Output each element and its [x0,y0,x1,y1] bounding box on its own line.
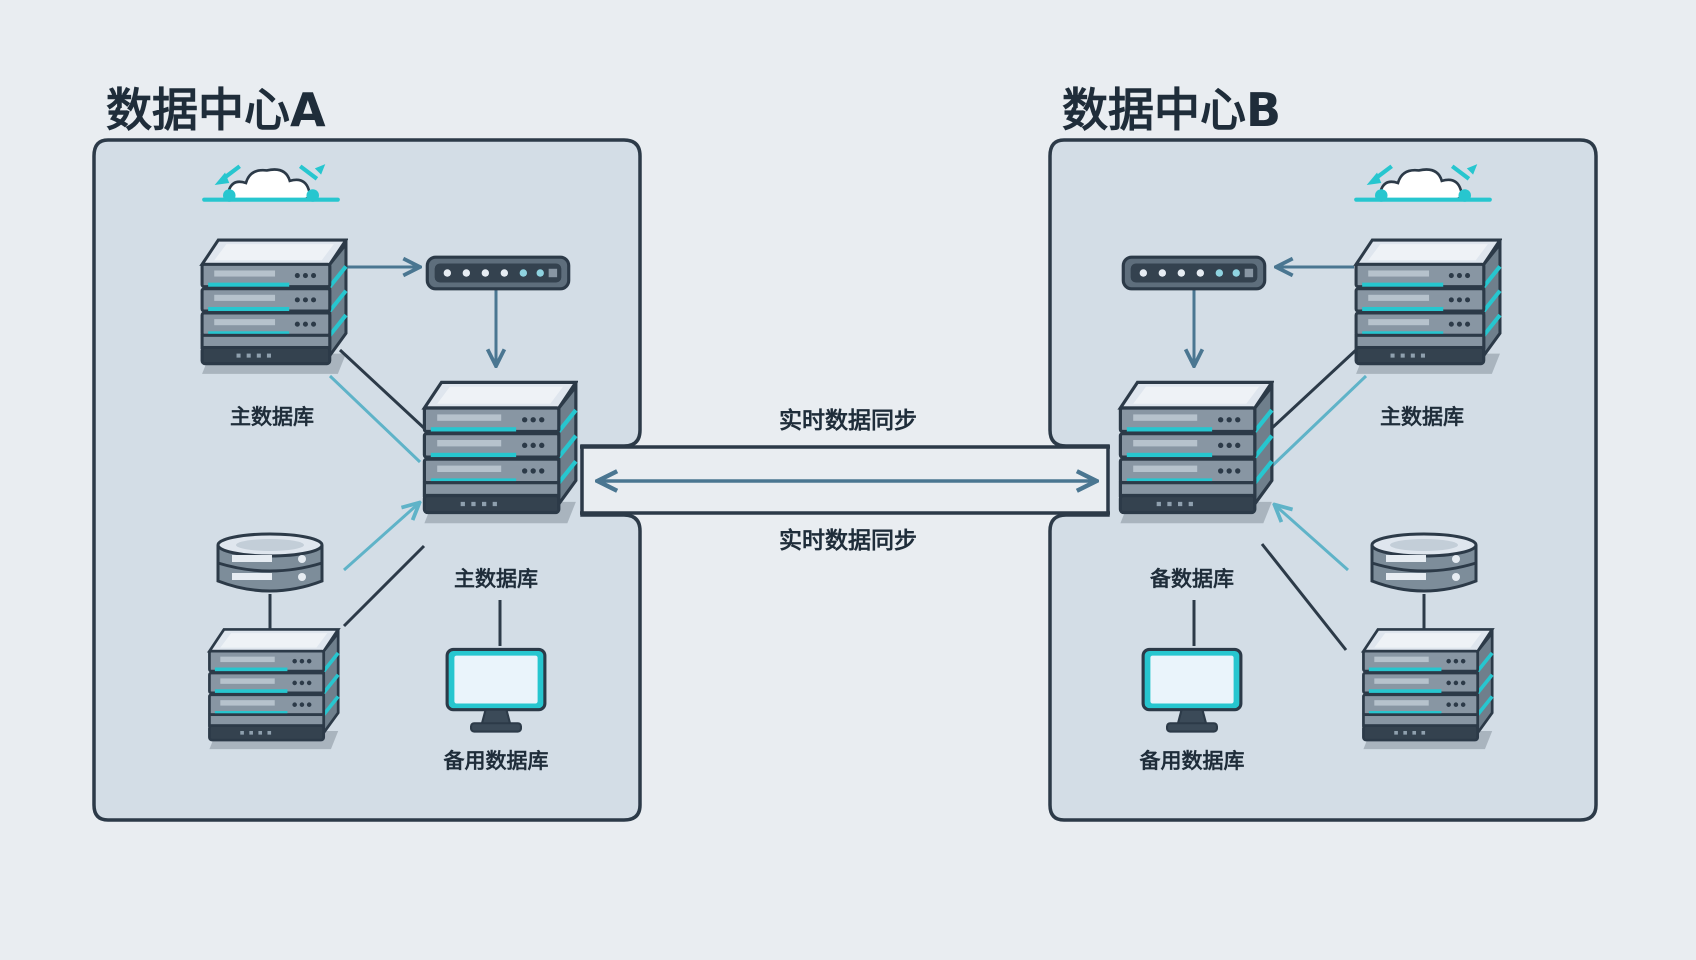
datacenter-a-links [268,267,500,646]
server-stack-icon [1120,382,1271,523]
link-primary-to-central-teal [328,374,422,464]
link-primary-to-central [338,348,426,430]
network-switch-icon [425,255,571,291]
link-primary-to-central-b [1270,348,1358,430]
link-backup-to-central [342,544,426,628]
link-backup-to-central-b [1260,543,1348,651]
link-primary-to-central-teal-b [1270,374,1368,468]
backup-db-label-a: 备用数据库 [443,749,549,773]
primary-db-label-a: 主数据库 [230,405,314,429]
central-db-label-b: 备数据库 [1149,567,1234,591]
central-db-label-a: 主数据库 [454,567,538,591]
server-stack-icon [209,629,338,749]
server-stack-icon [202,240,346,374]
datacenter-b-title: 数据中心B [1062,83,1281,137]
link-disk-to-central-b [1276,506,1349,572]
storage-disk-icon [216,532,324,593]
primary-db-label-b: 主数据库 [1380,405,1464,429]
network-switch-icon [1121,255,1267,291]
sync-label-top: 实时数据同步 [779,407,917,434]
backup-db-label-b: 备用数据库 [1139,749,1245,773]
datacenter-a-title: 数据中心A [106,83,326,137]
datacenter-b: 数据中心B 主数据库 备数据库 备用数据库 [1048,83,1598,822]
sync-label-bottom: 实时数据同步 [779,527,917,554]
storage-disk-icon [1370,532,1478,593]
server-stack-icon [1363,629,1492,749]
server-stack-icon [1356,240,1500,374]
sync-link: 实时数据同步 实时数据同步 [580,407,1110,554]
server-stack-icon [424,382,575,523]
link-disk-to-central [343,504,418,572]
datacenter-a: 数据中心A 主数据库 主数据库 备用数据库 [92,83,642,822]
